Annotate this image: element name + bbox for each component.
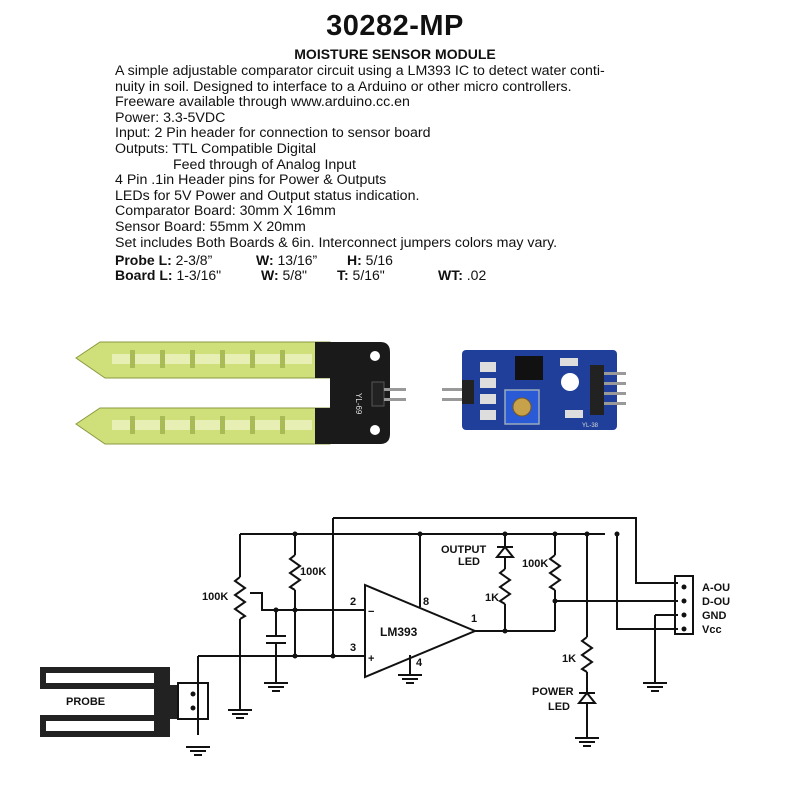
desc-set-includes: Set includes Both Boards & 6in. Intercon… <box>115 234 558 251</box>
comparator-module-photo: YL-38 <box>442 350 626 430</box>
output-led-label-2: LED <box>458 556 480 568</box>
dout-pullup-label: 100K <box>522 558 548 570</box>
desc-comparator-board: Comparator Board: 30mm X 16mm <box>115 203 336 220</box>
board-l-value: 1-3/16" <box>172 267 222 283</box>
desc-freeware: Freeware available through www.arduino.c… <box>115 94 410 111</box>
pin-plus-label: + <box>368 653 374 665</box>
board-wt-value: .02 <box>462 267 487 283</box>
power-led-label-1: POWER <box>532 686 574 698</box>
probe-board-photo: YL-69 <box>75 341 406 445</box>
power-led-resistor-label: 1K <box>562 653 576 665</box>
pin-8-label: 8 <box>423 596 429 608</box>
pin-3-label: 3 <box>350 642 356 654</box>
probe-h-label: H: <box>347 252 362 268</box>
probe-h-value: 5/16 <box>361 252 393 268</box>
description-block: A simple adjustable comparator circuit u… <box>115 63 665 251</box>
circuit-schematic: 100K 100K OUTPUT LED 1K 100K 1K POWER LE… <box>40 517 730 756</box>
module-silkscreen: YL-38 <box>582 423 599 429</box>
conn-vcc-label: Vcc <box>702 624 722 636</box>
product-name: MOISTURE SENSOR MODULE <box>294 46 496 62</box>
probe-symbol <box>40 667 209 737</box>
pot-label: 100K <box>202 591 228 603</box>
pin-2-label: 2 <box>350 596 356 608</box>
pullup-label: 100K <box>300 566 326 578</box>
probe-silkscreen: YL-69 <box>354 393 363 415</box>
probe-w-label: W: <box>256 252 274 268</box>
probe-label: PROBE <box>66 696 105 708</box>
probe-w-value: 13/16” <box>273 252 318 268</box>
desc-outputs: Outputs: TTL Compatible Digital <box>115 140 317 157</box>
desc-leds: LEDs for 5V Power and Output status indi… <box>115 187 420 204</box>
board-w-value: 5/8" <box>278 267 307 283</box>
desc-input: Input: 2 Pin header for connection to se… <box>115 125 431 142</box>
conn-a-out-label: A-OUT <box>702 582 730 594</box>
board-wt-label: WT: <box>438 267 463 283</box>
power-led-label-2: LED <box>548 701 570 713</box>
desc-intro-2: nuity in soil. Designed to interface to … <box>115 78 572 95</box>
probe-l-label: Probe L: <box>115 252 172 268</box>
pin-minus-label: − <box>368 606 374 618</box>
conn-d-out-label: D-OUT <box>702 596 730 608</box>
ic-label: LM393 <box>380 625 418 639</box>
board-l-label: Board L: <box>115 267 173 283</box>
pin-1-label: 1 <box>471 613 477 625</box>
probe-l-value: 2-3/8” <box>171 252 213 268</box>
board-t-label: T: <box>337 267 349 283</box>
desc-power: Power: 3.3-5VDC <box>115 109 226 126</box>
pin-4-label: 4 <box>416 657 423 669</box>
desc-intro-1: A simple adjustable comparator circuit u… <box>115 63 605 79</box>
desc-outputs-2: Feed through of Analog Input <box>173 156 357 173</box>
board-w-label: W: <box>261 267 279 283</box>
conn-gnd-label: GND <box>702 610 727 622</box>
part-number: 30282-MP <box>326 10 464 42</box>
board-t-value: 5/16" <box>348 267 385 283</box>
desc-sensor-board: Sensor Board: 55mm X 20mm <box>115 218 306 235</box>
product-photos: YL-69 YL-38 <box>75 341 626 445</box>
output-led-label-1: OUTPUT <box>441 544 487 556</box>
desc-header-pins: 4 Pin .1in Header pins for Power & Outpu… <box>115 172 387 189</box>
output-led-resistor-label: 1K <box>485 592 499 604</box>
